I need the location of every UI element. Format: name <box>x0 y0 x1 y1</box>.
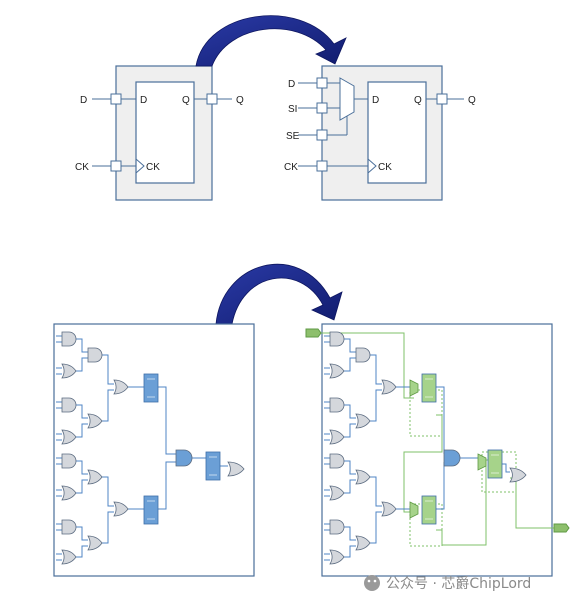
output-gate <box>509 467 527 483</box>
leaf-gate-6 <box>61 485 77 501</box>
ff-right-port-d <box>316 77 328 89</box>
ff-right-output-q: Q <box>468 95 476 106</box>
ff-right-core <box>367 81 427 184</box>
ff-left-input-ck: CK <box>75 162 89 173</box>
mid-gate-1 <box>87 347 103 363</box>
scan-flop-3 <box>487 449 503 479</box>
final-and-gate <box>443 449 461 467</box>
ff-right-input-si: SI <box>288 104 297 115</box>
ff-right-input-se: SE <box>286 131 300 142</box>
upper-gate-2 <box>381 501 397 517</box>
leaf-gate-5 <box>329 453 345 469</box>
upper-gate-2 <box>113 501 129 517</box>
leaf-gate-1 <box>61 331 77 347</box>
leaf-gate-7 <box>61 519 77 535</box>
ff-right-pin-d: D <box>372 95 379 106</box>
ff-right-pin-ck: CK <box>378 162 392 173</box>
watermark-text: 公众号 · 芯爵ChipLord <box>386 576 531 592</box>
leaf-gate-8 <box>61 549 77 565</box>
mid-gate-1 <box>355 347 371 363</box>
ff-left-port-d <box>110 93 122 105</box>
leaf-gate-3 <box>61 397 77 413</box>
ff-left-pin-q: Q <box>182 95 190 106</box>
scan-chain-wire <box>320 332 556 546</box>
scan-out-port <box>553 523 570 533</box>
logic-right-frame <box>321 323 553 577</box>
transform-arrow-bottom <box>215 263 343 325</box>
output-gate <box>227 461 245 477</box>
scan-mux <box>339 77 355 121</box>
final-and-gate <box>175 449 193 467</box>
upper-gate-1 <box>113 379 129 395</box>
ff-left-port-ck <box>110 160 122 172</box>
mid-gate-3 <box>355 469 371 485</box>
wechat-icon <box>364 575 380 591</box>
ff-right-port-si <box>316 102 328 114</box>
leaf-gate-2 <box>61 363 77 379</box>
mid-gate-4 <box>87 535 103 551</box>
ff-left-pin-ck: CK <box>146 162 160 173</box>
flop-1 <box>143 373 159 403</box>
scan-mux-3 <box>477 453 487 471</box>
ff-right-port-ck <box>316 160 328 172</box>
ff-left-input-d: D <box>80 95 87 106</box>
leaf-gate-5 <box>61 453 77 469</box>
leaf-gate-2 <box>329 363 345 379</box>
scan-flop-2 <box>421 495 437 525</box>
scan-flip-flop: D SI SE CK D Q CK Q <box>284 65 476 201</box>
logic-after-scan <box>305 323 570 577</box>
scan-flop-1 <box>421 373 437 403</box>
leaf-gate-6 <box>329 485 345 501</box>
ff-left-port-q <box>206 93 218 105</box>
transform-arrow-top <box>195 15 347 67</box>
scan-mux-1 <box>409 379 419 397</box>
logic-before-scan <box>53 323 255 577</box>
flop-3 <box>205 451 221 481</box>
scan-in-port <box>305 328 322 338</box>
scan-mux-2 <box>409 501 419 519</box>
ff-right-input-d: D <box>288 79 295 90</box>
ff-left-pin-d: D <box>140 95 147 106</box>
flop-2 <box>143 495 159 525</box>
ff-right-input-ck: CK <box>284 162 298 173</box>
leaf-gate-3 <box>329 397 345 413</box>
ff-right-port-se <box>316 129 328 141</box>
mid-gate-4 <box>355 535 371 551</box>
leaf-gate-7 <box>329 519 345 535</box>
ff-left-clock-triangle <box>135 158 145 174</box>
ff-left-core <box>135 81 195 184</box>
logic-left-frame <box>53 323 255 577</box>
ff-right-clock-triangle <box>367 158 377 174</box>
ff-right-port-q <box>436 93 448 105</box>
mid-gate-2 <box>355 413 371 429</box>
plain-flip-flop: D CK D Q CK Q <box>75 65 244 201</box>
watermark: 公众号 · 芯爵ChipLord <box>364 575 531 592</box>
ff-left-output-q: Q <box>236 95 244 106</box>
upper-gate-1 <box>381 379 397 395</box>
mid-gate-3 <box>87 469 103 485</box>
ff-right-pin-q: Q <box>414 95 422 106</box>
mid-gate-2 <box>87 413 103 429</box>
leaf-gate-4 <box>61 429 77 445</box>
leaf-gate-1 <box>329 331 345 347</box>
leaf-gate-8 <box>329 549 345 565</box>
leaf-gate-4 <box>329 429 345 445</box>
